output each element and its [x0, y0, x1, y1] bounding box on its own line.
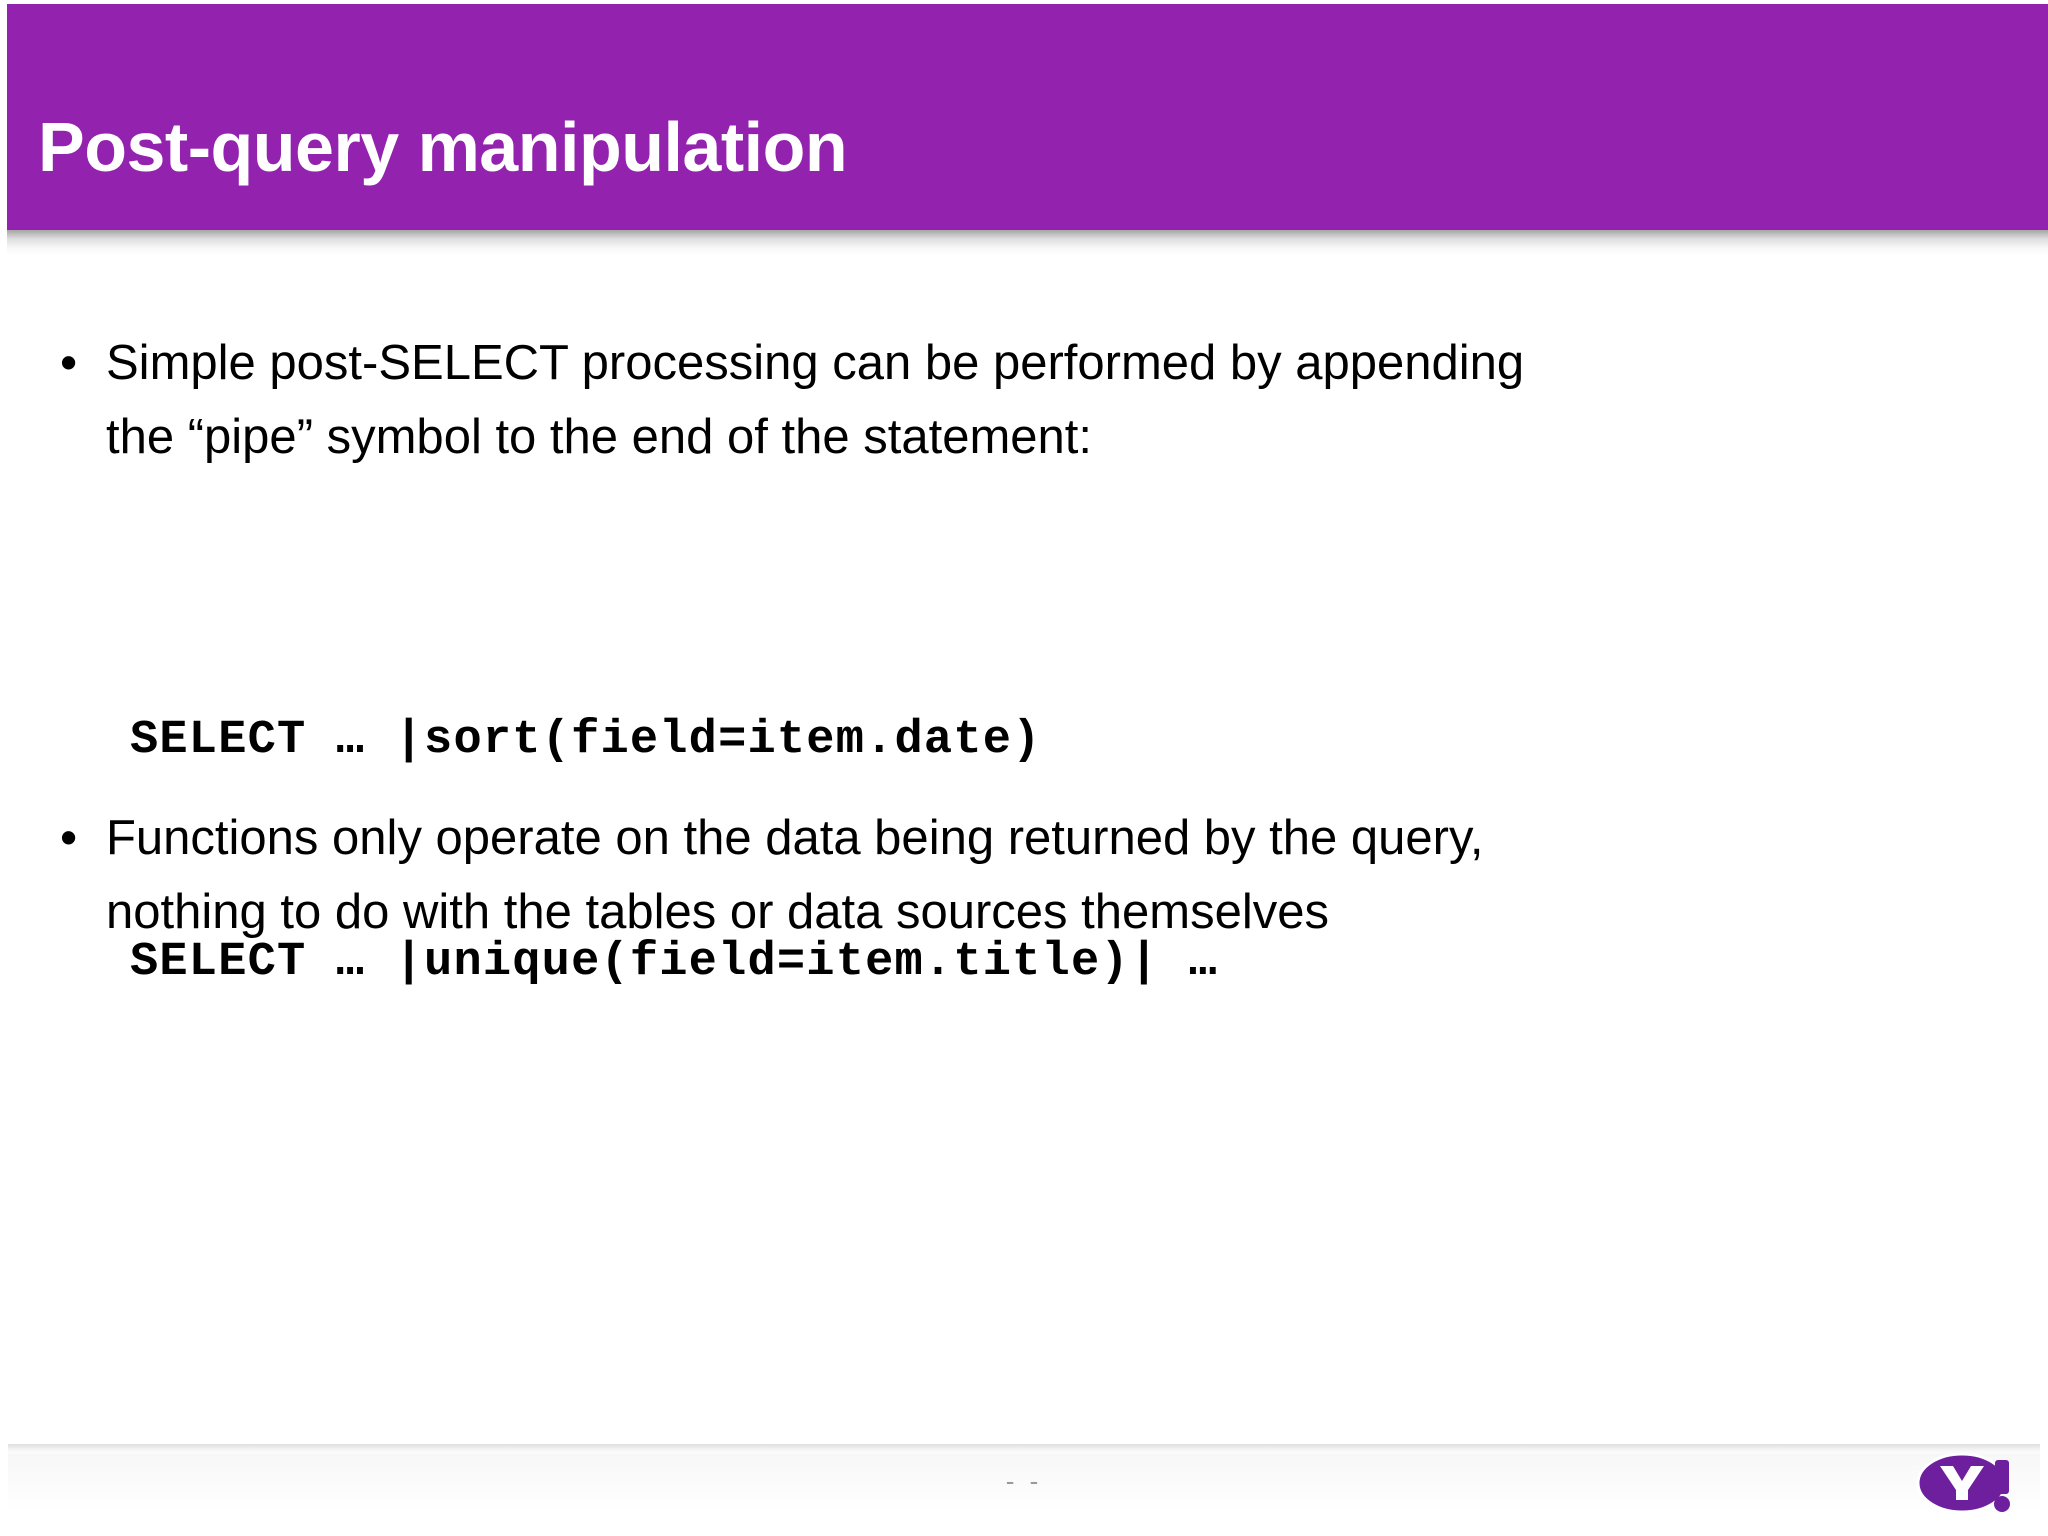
code-block: SELECT … |sort(field=item.date) SELECT ……	[130, 556, 1218, 1148]
title-band-container: Post-query manipulation	[0, 0, 2048, 256]
bullet-marker-icon: •	[60, 811, 78, 865]
bullet-item-2: • Functions only operate on the data bei…	[44, 801, 1483, 949]
code-line-1: SELECT … |sort(field=item.date)	[130, 714, 1042, 767]
title-band-shadow	[7, 230, 2048, 256]
bullet-1-line-2: the “pipe” symbol to the end of the stat…	[106, 410, 1093, 464]
bullet-2-line-2: nothing to do with the tables or data so…	[106, 885, 1329, 939]
title-band	[7, 4, 2048, 230]
bullet-marker-icon: •	[60, 336, 78, 390]
bullet-item-1: • Simple post-SELECT processing can be p…	[44, 326, 1524, 474]
slide-body: • Simple post-SELECT processing can be p…	[0, 256, 2048, 1456]
slide-footer: - -	[0, 1444, 2048, 1536]
code-line-2: SELECT … |unique(field=item.title)| …	[130, 936, 1218, 989]
bullet-1-line-1: Simple post-SELECT processing can be per…	[106, 336, 1525, 390]
bullet-text-2: Functions only operate on the data being…	[106, 801, 1483, 949]
page-number: - -	[1005, 1466, 1043, 1496]
yahoo-logo	[1916, 1450, 2022, 1516]
bullet-text-1: Simple post-SELECT processing can be per…	[106, 326, 1524, 474]
bullet-2-line-1: Functions only operate on the data being…	[106, 811, 1484, 865]
page-title: Post-query manipulation	[38, 108, 848, 186]
footer-band	[8, 1454, 2040, 1536]
